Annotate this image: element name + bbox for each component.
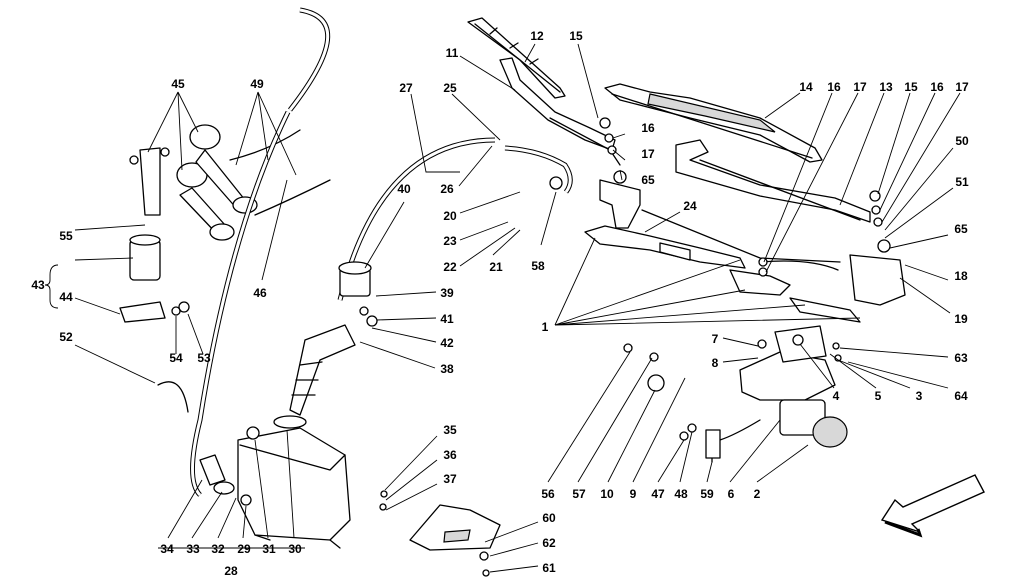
part-label: 9 (630, 487, 637, 501)
part-label: 34 (160, 542, 174, 556)
part-label: 42 (440, 336, 454, 350)
part-label: 13 (879, 80, 893, 94)
part-label: 15 (904, 80, 918, 94)
part-label: 63 (954, 351, 968, 365)
part-label: 16 (827, 80, 841, 94)
part-labels: 12 15 11 14 16 17 13 15 16 17 45 49 27 2… (31, 29, 969, 578)
part-label: 62 (542, 536, 556, 550)
washer-reservoir (119, 234, 372, 549)
part-label: 22 (443, 260, 457, 274)
part-label: 39 (440, 286, 454, 300)
part-label: 46 (253, 286, 267, 300)
part-label: 41 (440, 312, 454, 326)
part-label: 15 (569, 29, 583, 43)
part-label: 53 (197, 351, 211, 365)
part-label: 51 (955, 175, 969, 189)
part-label: 57 (572, 487, 586, 501)
right-wiper-arm (675, 139, 871, 223)
part-label: 47 (651, 487, 665, 501)
part-label: 35 (443, 423, 457, 437)
part-label: 33 (186, 542, 200, 556)
part-label: 14 (799, 80, 813, 94)
part-label: 17 (641, 147, 655, 161)
part-label: 55 (59, 229, 73, 243)
leader-lines (44, 43, 961, 573)
part-label: 59 (700, 487, 714, 501)
part-label: 44 (59, 290, 73, 304)
part-label: 29 (237, 542, 251, 556)
direction-arrow-icon (880, 474, 985, 538)
part-label: 48 (674, 487, 688, 501)
part-label: 37 (443, 472, 457, 486)
part-label: 25 (443, 81, 457, 95)
part-label: 43 (31, 278, 45, 292)
part-label: 10 (600, 487, 614, 501)
part-label: 38 (440, 362, 454, 376)
part-label: 24 (683, 199, 697, 213)
part-label: 61 (542, 561, 556, 575)
part-label: 1 (542, 320, 549, 334)
mounting-bracket (409, 504, 501, 551)
part-label: 27 (399, 81, 413, 95)
seal-part (157, 381, 189, 413)
part-label: 64 (954, 389, 968, 403)
part-label: 40 (397, 182, 411, 196)
part-label: 19 (954, 312, 968, 326)
part-label: 6 (728, 487, 735, 501)
part-label: 12 (530, 29, 544, 43)
part-label: 23 (443, 234, 457, 248)
part-label: 16 (641, 121, 655, 135)
part-label: 2 (754, 487, 761, 501)
right-wiper-blade (604, 83, 823, 163)
part-label: 65 (954, 222, 968, 236)
part-label: 65 (641, 173, 655, 187)
part-label: 18 (954, 269, 968, 283)
part-label: 16 (930, 80, 944, 94)
part-label: 31 (262, 542, 276, 556)
part-label: 8 (712, 356, 719, 370)
part-label: 4 (833, 389, 840, 403)
part-label: 21 (489, 260, 503, 274)
part-label: 26 (440, 182, 454, 196)
horn-assembly (139, 124, 331, 241)
part-label: 11 (446, 46, 459, 60)
part-label: 20 (443, 209, 457, 223)
part-label: 58 (531, 259, 545, 273)
part-label: 7 (712, 332, 719, 346)
part-label: 49 (250, 77, 264, 91)
part-label: 5 (875, 389, 882, 403)
part-label: 30 (288, 542, 302, 556)
part-label: 28 (224, 564, 238, 578)
part-label: 32 (211, 542, 225, 556)
part-label: 60 (542, 511, 556, 525)
wiper-motor (705, 325, 848, 463)
part-label: 17 (955, 80, 969, 94)
part-label: 52 (59, 330, 73, 344)
part-label: 36 (443, 448, 457, 462)
part-label: 45 (171, 77, 185, 91)
fasteners (129, 117, 891, 577)
part-label: 17 (853, 80, 867, 94)
part-label: 3 (916, 389, 923, 403)
part-label: 54 (169, 351, 183, 365)
part-label: 50 (955, 134, 969, 148)
wiper-linkage (584, 179, 906, 323)
part-label: 56 (541, 487, 555, 501)
left-wiper-blade (467, 17, 566, 99)
